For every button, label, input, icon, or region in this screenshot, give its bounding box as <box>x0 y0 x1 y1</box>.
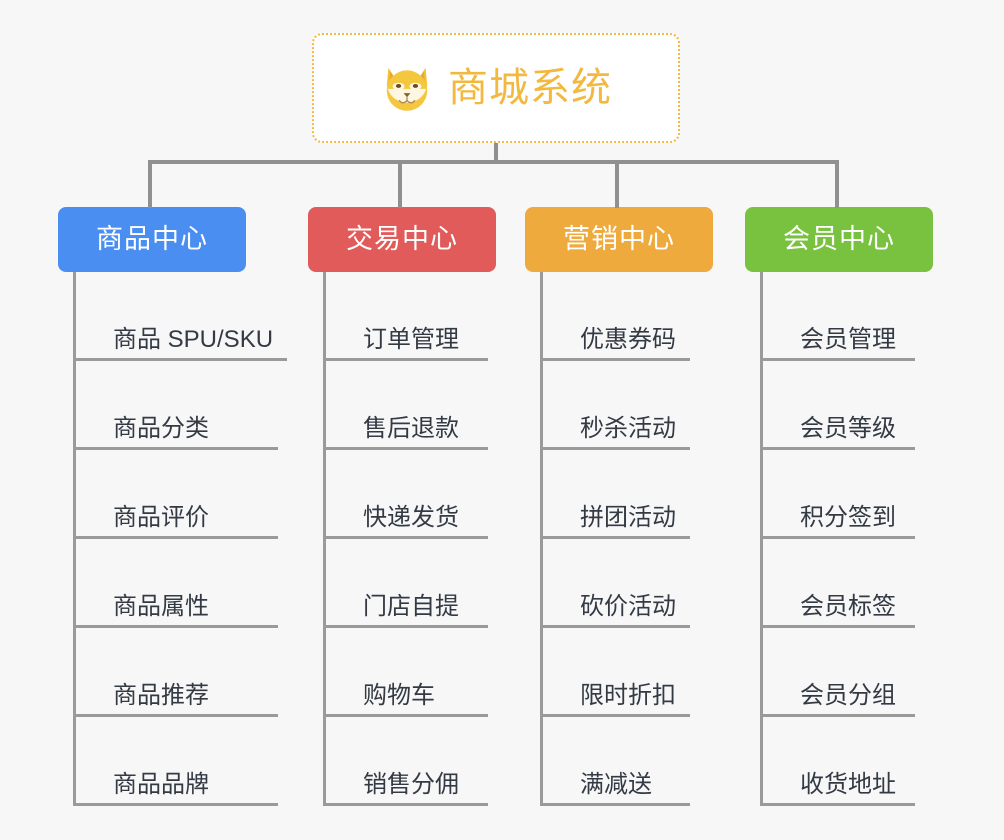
leaf-item-underline <box>323 447 488 450</box>
category-box-2[interactable]: 交易中心 <box>308 207 496 272</box>
leaf-item-underline <box>760 447 915 450</box>
leaf-item[interactable]: 售后退款 <box>323 361 488 450</box>
shiba-dog-face-icon <box>386 67 428 113</box>
leaf-item-label: 拼团活动 <box>580 504 676 531</box>
leaf-item[interactable]: 快递发货 <box>323 450 488 539</box>
connector-drop-1 <box>148 160 152 208</box>
leaf-item-underline <box>323 803 488 806</box>
leaf-item[interactable]: 订单管理 <box>323 272 488 361</box>
leaf-item[interactable]: 收货地址 <box>760 717 915 806</box>
leaf-item-label: 快递发货 <box>363 504 459 531</box>
leaf-item[interactable]: 商品品牌 <box>73 717 278 806</box>
leaf-item-label: 收货地址 <box>800 771 896 798</box>
leaf-item-underline <box>760 803 915 806</box>
leaf-item-underline <box>323 536 488 539</box>
leaf-item-label: 会员标签 <box>800 593 896 620</box>
category-box-4[interactable]: 会员中心 <box>745 207 933 272</box>
leaf-item-label: 会员分组 <box>800 682 896 709</box>
leaf-item-label: 会员管理 <box>800 326 896 353</box>
leaf-item[interactable]: 商品推荐 <box>73 628 278 717</box>
leaf-item[interactable]: 商品分类 <box>73 361 278 450</box>
leaf-item[interactable]: 秒杀活动 <box>540 361 690 450</box>
category-box-1[interactable]: 商品中心 <box>58 207 246 272</box>
leaf-item[interactable]: 商品 SPU/SKU <box>73 272 288 361</box>
leaf-item-underline <box>323 358 488 361</box>
leaf-item-underline <box>540 803 690 806</box>
leaf-item-label: 商品分类 <box>113 415 209 442</box>
connector-drop-4 <box>835 160 839 208</box>
category-label: 会员中心 <box>783 224 895 254</box>
leaf-item-underline <box>323 714 488 717</box>
leaf-item[interactable]: 会员分组 <box>760 628 915 717</box>
leaf-column-3: 优惠券码秒杀活动拼团活动砍价活动限时折扣满减送 <box>540 272 750 806</box>
leaf-item-underline <box>73 447 278 450</box>
leaf-item[interactable]: 商品属性 <box>73 539 278 628</box>
category-label: 商品中心 <box>96 224 208 254</box>
leaf-item-label: 积分签到 <box>800 504 896 531</box>
leaf-item[interactable]: 拼团活动 <box>540 450 690 539</box>
leaf-item-underline <box>760 358 915 361</box>
leaf-item-underline <box>323 625 488 628</box>
leaf-item-label: 售后退款 <box>363 415 459 442</box>
connector-drop-2 <box>398 160 402 208</box>
category-label: 交易中心 <box>346 224 458 254</box>
leaf-item-label: 商品推荐 <box>113 682 209 709</box>
leaf-item-label: 砍价活动 <box>580 593 676 620</box>
leaf-item-underline <box>760 625 915 628</box>
leaf-item-label: 满减送 <box>580 771 652 798</box>
leaf-column-4: 会员管理会员等级积分签到会员标签会员分组收货地址 <box>760 272 975 806</box>
leaf-item-label: 订单管理 <box>363 326 459 353</box>
leaf-item-underline <box>540 358 690 361</box>
connector-horizontal-bus <box>150 160 838 164</box>
connector-drop-3 <box>615 160 619 208</box>
leaf-item[interactable]: 商品评价 <box>73 450 278 539</box>
leaf-item[interactable]: 砍价活动 <box>540 539 690 628</box>
leaf-item-underline <box>540 447 690 450</box>
root-node[interactable]: 商城系统 <box>312 33 680 143</box>
leaf-item-underline <box>73 358 288 361</box>
leaf-item-label: 商品品牌 <box>113 771 209 798</box>
leaf-item-underline <box>540 536 690 539</box>
leaf-item-underline <box>540 625 690 628</box>
leaf-item[interactable]: 满减送 <box>540 717 690 806</box>
leaf-item-underline <box>73 625 278 628</box>
leaf-item-underline <box>73 803 278 806</box>
leaf-item-label: 优惠券码 <box>580 326 676 353</box>
leaf-item-label: 商品属性 <box>113 593 209 620</box>
leaf-trunk-line <box>540 272 543 806</box>
leaf-item[interactable]: 门店自提 <box>323 539 488 628</box>
leaf-item[interactable]: 销售分佣 <box>323 717 488 806</box>
connector-root-stem <box>494 143 498 164</box>
category-box-3[interactable]: 营销中心 <box>525 207 713 272</box>
leaf-item-underline <box>540 714 690 717</box>
root-title: 商城系统 <box>448 66 612 110</box>
leaf-item-label: 商品 SPU/SKU <box>113 326 274 353</box>
leaf-item[interactable]: 限时折扣 <box>540 628 690 717</box>
leaf-column-2: 订单管理售后退款快递发货门店自提购物车销售分佣 <box>323 272 548 806</box>
leaf-item-underline <box>760 714 915 717</box>
leaf-item-label: 商品评价 <box>113 504 209 531</box>
leaf-trunk-line <box>760 272 763 806</box>
leaf-item-underline <box>73 714 278 717</box>
leaf-item-label: 销售分佣 <box>363 771 459 798</box>
category-label: 营销中心 <box>563 224 675 254</box>
leaf-item-label: 门店自提 <box>363 593 459 620</box>
leaf-item[interactable]: 会员等级 <box>760 361 915 450</box>
leaf-item-label: 秒杀活动 <box>580 415 676 442</box>
leaf-item-label: 购物车 <box>363 682 435 709</box>
leaf-item[interactable]: 会员管理 <box>760 272 915 361</box>
leaf-column-1: 商品 SPU/SKU 商品分类商品评价商品属性商品推荐商品品牌 <box>73 272 338 806</box>
leaf-trunk-line <box>323 272 326 806</box>
leaf-item-underline <box>760 536 915 539</box>
leaf-item-underline <box>73 536 278 539</box>
leaf-trunk-line <box>73 272 76 806</box>
leaf-item[interactable]: 购物车 <box>323 628 488 717</box>
leaf-item[interactable]: 会员标签 <box>760 539 915 628</box>
leaf-item-label: 限时折扣 <box>580 682 676 709</box>
leaf-item-label: 会员等级 <box>800 415 896 442</box>
leaf-item[interactable]: 优惠券码 <box>540 272 690 361</box>
leaf-item[interactable]: 积分签到 <box>760 450 915 539</box>
